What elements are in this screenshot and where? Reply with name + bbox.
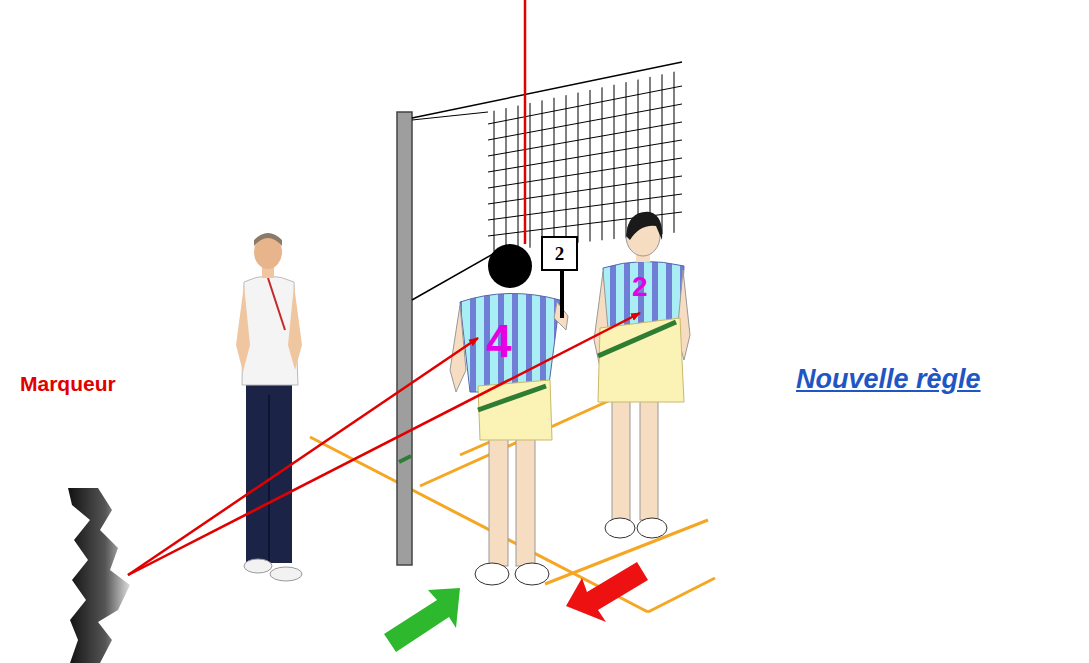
net-part xyxy=(578,60,579,260)
net-part xyxy=(506,60,507,260)
referee-figure-part xyxy=(268,278,285,330)
net-part xyxy=(412,112,488,120)
player-figure-part xyxy=(640,398,658,520)
net-part xyxy=(412,250,500,300)
net-part xyxy=(566,60,567,260)
scorer-table-part xyxy=(68,488,130,663)
net-part xyxy=(488,140,682,172)
scorer-table xyxy=(68,488,130,663)
net-part xyxy=(412,62,682,118)
player-figure-part xyxy=(515,563,549,585)
net-part xyxy=(518,60,519,260)
court-lines-part xyxy=(648,578,715,612)
player-figure-part xyxy=(598,322,676,356)
referee-figure xyxy=(236,233,302,581)
net-part xyxy=(488,122,682,156)
red-arrow xyxy=(566,562,648,622)
net-pole-part xyxy=(399,456,411,462)
net-part xyxy=(542,60,543,260)
number-paddle: 2 xyxy=(541,236,578,271)
net-pole-part xyxy=(397,112,412,565)
shirt-number: 2 xyxy=(632,273,648,301)
court-lines-part xyxy=(310,437,648,612)
referee-figure-part xyxy=(254,233,282,246)
green-arrow-part xyxy=(384,588,460,652)
player-figure-part xyxy=(516,438,535,566)
player-figure-part xyxy=(598,318,684,402)
player-figure-part xyxy=(612,398,630,520)
net-part xyxy=(674,60,675,260)
shirt-number: 4 xyxy=(486,318,512,364)
referee-figure-part xyxy=(288,285,302,370)
role-label: Marqueur xyxy=(20,373,116,394)
net-pole xyxy=(397,112,412,565)
net-part xyxy=(614,60,615,260)
sight-lines xyxy=(128,313,640,575)
net-part xyxy=(488,176,682,204)
net-part xyxy=(554,60,555,260)
player-figure-part xyxy=(475,563,509,585)
net-part xyxy=(488,60,682,260)
net-part xyxy=(530,60,531,260)
net-part xyxy=(602,60,603,260)
net-part xyxy=(488,104,682,140)
player-figure xyxy=(594,212,690,538)
antenna-line xyxy=(525,0,526,244)
net-part xyxy=(488,86,682,124)
player-figure-part xyxy=(460,293,560,392)
node-text: 2 xyxy=(555,244,565,263)
referee-figure-part xyxy=(244,559,272,573)
player-figure-part xyxy=(626,212,662,240)
player-figure-part xyxy=(488,244,532,288)
net-part xyxy=(488,158,682,188)
referee-figure-part xyxy=(270,567,302,581)
red-arrow-part xyxy=(566,562,648,622)
referee-figure-part xyxy=(246,378,292,563)
green-arrow xyxy=(384,588,460,652)
sight-lines-part xyxy=(128,338,478,575)
referee-figure-part xyxy=(236,285,250,372)
player-figure-part xyxy=(560,270,564,318)
player-figure-part xyxy=(637,518,667,538)
net-part xyxy=(590,60,591,260)
player-figure xyxy=(450,244,568,585)
antenna-line-part xyxy=(524,0,527,244)
player-figure-part xyxy=(489,438,508,566)
sight-lines-part xyxy=(128,313,640,575)
rule-note: Nouvelle règle xyxy=(796,366,981,393)
net-part xyxy=(494,60,495,260)
player-figure-part xyxy=(605,518,635,538)
